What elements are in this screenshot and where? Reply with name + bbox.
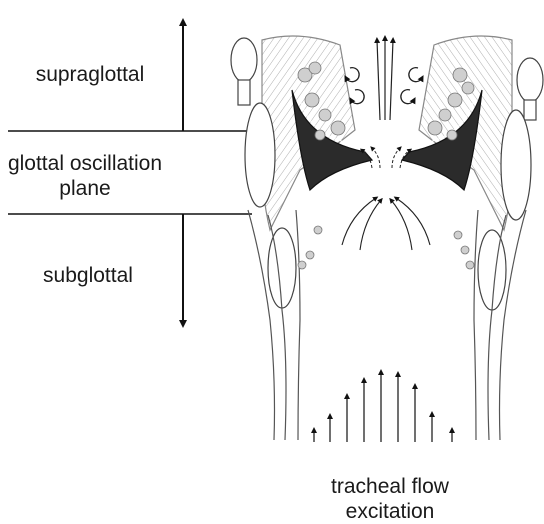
tracheal-flow-arrows: [314, 372, 452, 442]
glottal-label-line1: glottal oscillation: [0, 151, 170, 176]
glottal-label-line2: plane: [0, 176, 170, 201]
subglottal-label: subglottal: [8, 263, 168, 288]
tracheal-label-line2: excitation: [290, 499, 490, 524]
glottal-oscillation-plane-label: glottal oscillation plane: [0, 151, 170, 201]
left-larynx-wall: [231, 36, 372, 440]
glottal-flow-arrows: [362, 148, 410, 168]
right-larynx-wall: [402, 36, 543, 440]
vortex-arrows: [346, 68, 422, 104]
supraglottal-label: supraglottal: [10, 62, 170, 87]
tracheal-label-line1: tracheal flow: [290, 474, 490, 499]
subglottal-flow-arrows: [342, 198, 430, 250]
supraglottal-jet-arrows: [377, 38, 393, 120]
tracheal-flow-excitation-label: tracheal flow excitation: [290, 474, 490, 524]
